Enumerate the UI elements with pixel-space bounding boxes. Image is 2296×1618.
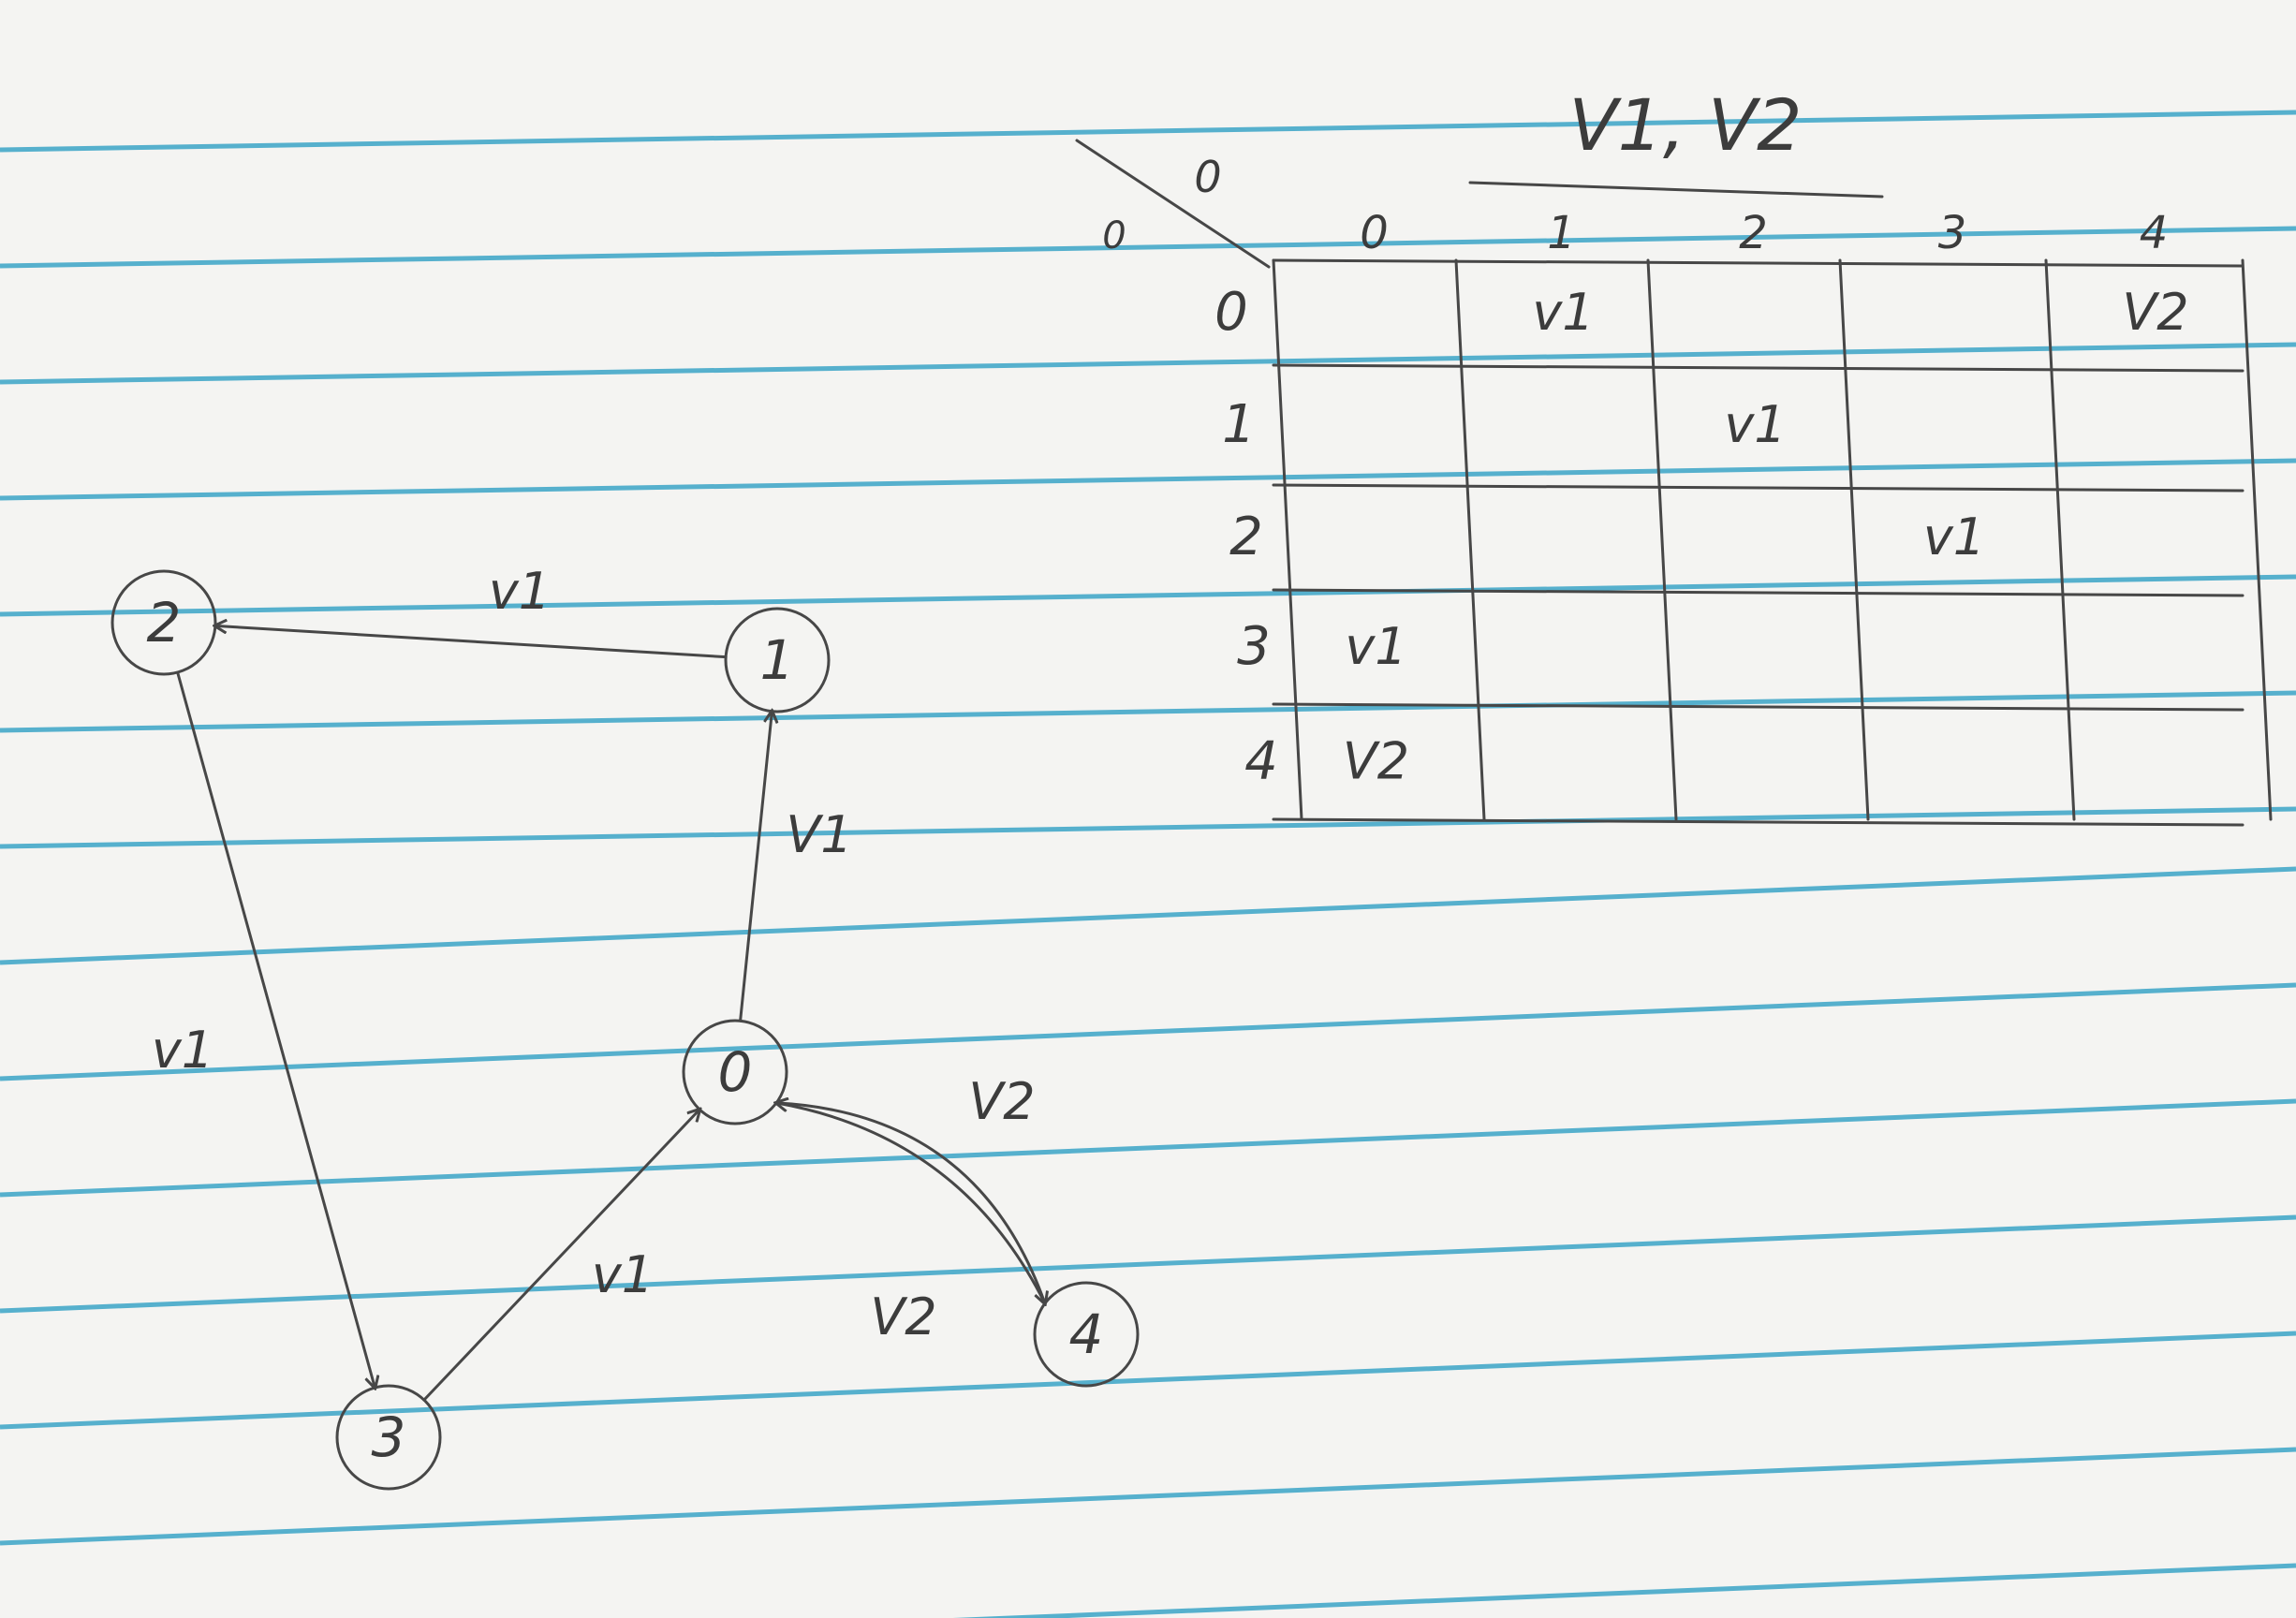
- graph-edge-e0-4-upper: [774, 1101, 1045, 1303]
- graph-edge-e3-0: [422, 1110, 699, 1402]
- graph-edge-e1-2: [215, 625, 728, 659]
- matrix-row-header: 4: [1244, 731, 1278, 792]
- graph-edge-label: V2: [968, 1072, 1035, 1131]
- matrix-cell-value: v1: [1923, 507, 1985, 566]
- matrix-col-header: 4: [2140, 207, 2169, 259]
- matrix-corner-left: 0: [1102, 214, 1126, 257]
- matrix-col-header: 2: [1739, 207, 1768, 259]
- graph-node-label: 0: [718, 1040, 753, 1104]
- graph-edge-label: V2: [870, 1287, 936, 1346]
- matrix-row-header: 1: [1222, 394, 1256, 455]
- graph-node-label: 3: [372, 1405, 406, 1469]
- matrix-grid: [1272, 258, 2273, 827]
- graph-node-0: [682, 1019, 788, 1125]
- graph-node-4: [1033, 1281, 1140, 1388]
- matrix-col-header: 1: [1547, 207, 1576, 259]
- matrix-cell-value: v1: [1724, 395, 1786, 454]
- matrix-cell-value: V2: [1343, 732, 1409, 791]
- matrix-col-header: 3: [1938, 207, 1967, 259]
- graph-edge-label: V1: [786, 805, 852, 864]
- matrix-cell-value: v1: [1345, 617, 1406, 676]
- graph-node-label: 4: [1069, 1302, 1104, 1366]
- matrix-col-header: 0: [1360, 207, 1389, 259]
- graph-edge-label: v1: [489, 562, 551, 621]
- matrix-cell-value: v1: [1532, 283, 1594, 342]
- matrix-row-headers: 0 1 2 3 4: [1214, 282, 1278, 792]
- graph-edge-e4-0-lower: [776, 1103, 1047, 1305]
- graph-node-3: [335, 1384, 442, 1491]
- matrix-title: V1, V2: [1568, 83, 1802, 167]
- matrix-row-header: 3: [1237, 616, 1271, 677]
- graph-edge-e2-3: [176, 670, 375, 1388]
- graph-edge-label: v1: [592, 1245, 654, 1304]
- matrix-cell-value: V2: [2122, 283, 2188, 342]
- matrix-row-header: 2: [1229, 507, 1263, 567]
- matrix-corner-top: 0: [1194, 152, 1221, 202]
- graph-node-2: [110, 569, 217, 676]
- matrix-column-headers: 0 1 2 3 4: [1360, 207, 2168, 259]
- graph-node-label: 1: [760, 628, 795, 692]
- matrix-row-header: 0: [1214, 282, 1248, 343]
- graph-node-1: [724, 607, 831, 713]
- graph-edge-label: v1: [152, 1021, 213, 1080]
- ruled-lines: [0, 110, 2296, 1618]
- graph-edge-e0-1: [739, 712, 773, 1022]
- graph-node-label: 2: [147, 591, 182, 655]
